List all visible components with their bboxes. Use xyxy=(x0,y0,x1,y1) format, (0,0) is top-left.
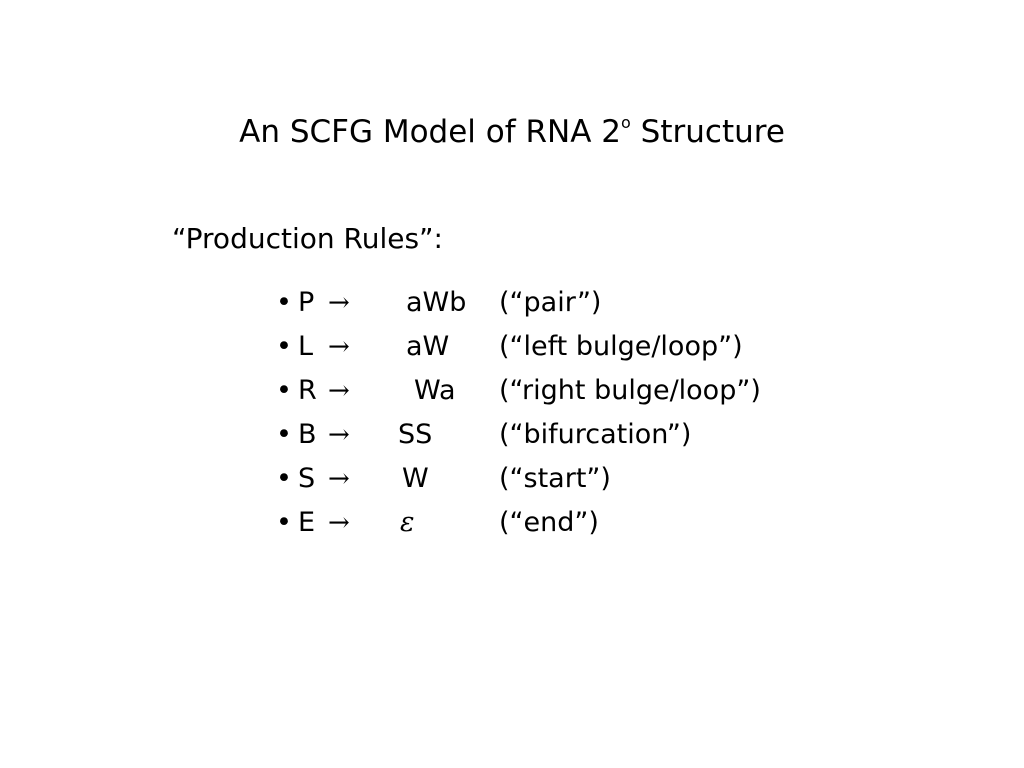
bullet: • xyxy=(276,419,292,450)
slide-title-superscript: o xyxy=(621,113,631,132)
rule-gloss: (“end”) xyxy=(499,507,599,538)
rule-lhs: L xyxy=(298,331,314,362)
bullet: • xyxy=(276,463,292,494)
rule-gloss: (“bifurcation”) xyxy=(499,419,692,450)
arrow-icon: → xyxy=(328,464,350,494)
rule-rhs: W xyxy=(402,463,429,494)
bullet: • xyxy=(276,507,292,538)
rule-rhs: Wa xyxy=(414,375,456,406)
bullet: • xyxy=(276,287,292,318)
rule-gloss: (“left bulge/loop”) xyxy=(499,331,743,362)
rule-rhs: aW xyxy=(406,331,450,362)
rule-lhs: S xyxy=(298,463,316,494)
epsilon-symbol: ε xyxy=(400,507,415,538)
rule-gloss: (“pair”) xyxy=(499,287,602,318)
rule-lhs: E xyxy=(298,507,316,538)
slide-title-suffix: Structure xyxy=(630,114,785,150)
rule-rhs: aWb xyxy=(406,287,467,318)
rule-gloss: (“start”) xyxy=(499,463,611,494)
arrow-icon: → xyxy=(328,288,350,318)
arrow-icon: → xyxy=(328,376,350,406)
arrow-icon: → xyxy=(328,508,350,538)
rule-rhs: SS xyxy=(398,419,433,450)
rule-lhs: B xyxy=(298,419,317,450)
arrow-icon: → xyxy=(328,332,350,362)
rule-lhs: R xyxy=(298,375,317,406)
rule-lhs: P xyxy=(298,287,315,318)
bullet: • xyxy=(276,331,292,362)
arrow-icon: → xyxy=(328,420,350,450)
production-rules-heading: “Production Rules”: xyxy=(172,222,443,255)
slide-title: An SCFG Model of RNA 2o Structure xyxy=(0,112,1024,152)
slide-title-main: An SCFG Model of RNA 2 xyxy=(239,114,622,150)
rule-gloss: (“right bulge/loop”) xyxy=(499,375,761,406)
bullet: • xyxy=(276,375,292,406)
